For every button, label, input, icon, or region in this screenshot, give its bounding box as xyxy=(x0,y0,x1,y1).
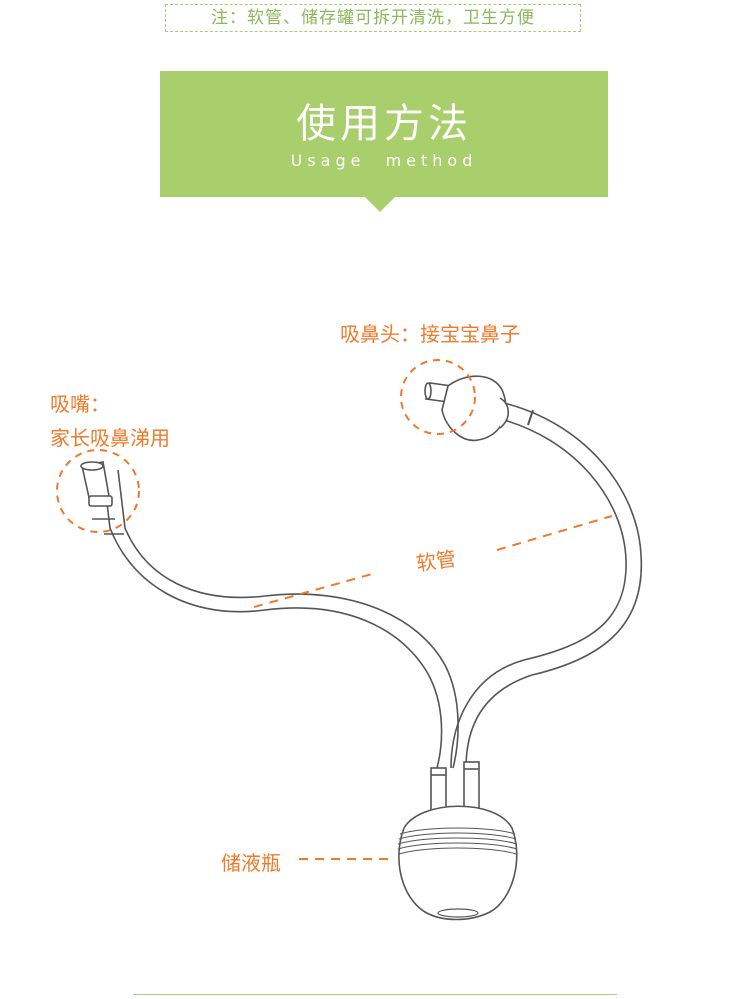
section-subtitle: Usage method xyxy=(290,151,478,170)
hose-label: 软管 xyxy=(414,546,458,576)
left-hose xyxy=(102,469,459,769)
hose-joint xyxy=(527,409,534,426)
mouthpiece-tube xyxy=(80,461,124,535)
mouthpiece-label-line2: 家长吸鼻涕用 xyxy=(50,426,170,450)
suction-head-callout-circle xyxy=(400,359,476,435)
storage-bottle xyxy=(397,805,518,921)
bottom-divider xyxy=(133,994,617,995)
bottle-label: 储液瓶 xyxy=(221,851,281,875)
leader-lines xyxy=(253,515,613,860)
mouthpiece-label-line1: 吸嘴： xyxy=(50,392,110,416)
bottle-necks xyxy=(430,761,480,815)
right-hose xyxy=(450,401,643,769)
hose-leader-left xyxy=(253,573,373,608)
banner-pointer xyxy=(364,196,396,212)
suction-head xyxy=(424,375,510,442)
mouthpiece-callout-circle xyxy=(56,449,140,533)
section-title: 使用方法 xyxy=(296,101,472,147)
section-banner: 使用方法 Usage method xyxy=(160,71,608,197)
hose-leader-right xyxy=(496,515,613,551)
suction-head-label: 吸鼻头：接宝宝鼻子 xyxy=(340,322,520,346)
callout-circles xyxy=(56,359,476,533)
cleaning-note: 注：软管、储存罐可拆开清洗，卫生方便 xyxy=(165,4,581,32)
